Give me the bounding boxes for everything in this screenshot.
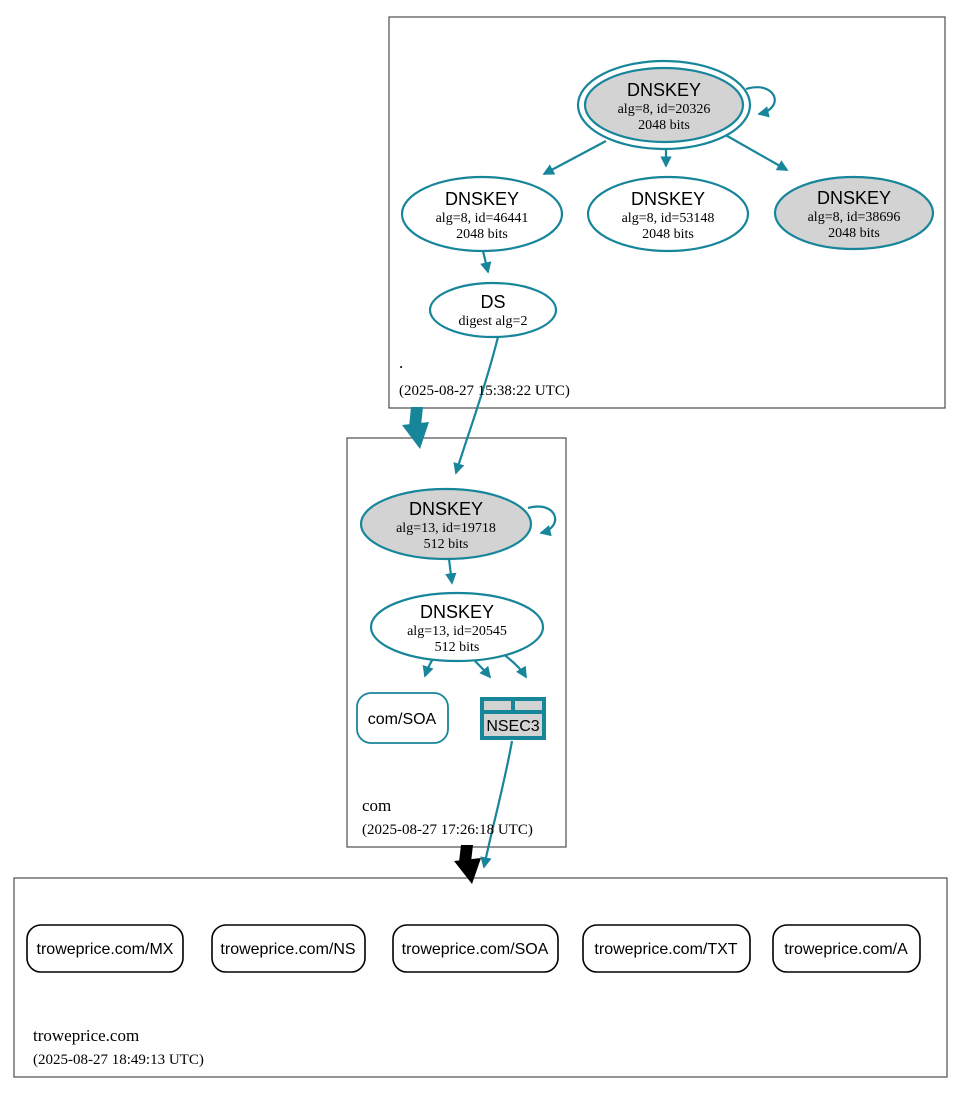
node-detail: alg=8, id=20326 bbox=[618, 102, 711, 117]
node-bits: 2048 bits bbox=[638, 118, 690, 133]
edge-nsec3-to-troweprice bbox=[480, 740, 514, 869]
node-detail: digest alg=2 bbox=[459, 314, 528, 329]
rrset-label: troweprice.com/MX bbox=[37, 941, 174, 958]
node-root-dnskey-38696[interactable]: DNSKEY alg=8, id=38696 2048 bits bbox=[773, 175, 935, 251]
edge-com-ksk-to-zsk bbox=[445, 558, 457, 585]
node-root-ds[interactable]: DS digest alg=2 bbox=[428, 281, 558, 339]
node-bits: 2048 bits bbox=[456, 227, 508, 242]
node-detail: alg=8, id=38696 bbox=[808, 210, 901, 225]
edge-root-ksk-self-loop bbox=[745, 86, 776, 118]
troweprice-zone-box bbox=[13, 877, 948, 1078]
node-label: DNSKEY bbox=[817, 188, 891, 208]
edge-root-ksk-to-key38696 bbox=[721, 132, 789, 171]
node-label: DNSKEY bbox=[631, 189, 705, 209]
nsec3-label: NSEC3 bbox=[486, 718, 539, 735]
node-root-dnskey-20326[interactable]: DNSKEY alg=8, id=20326 2048 bits bbox=[576, 59, 752, 151]
node-detail: alg=13, id=19718 bbox=[396, 521, 496, 536]
node-com-dnskey-20545[interactable]: DNSKEY alg=13, id=20545 512 bits bbox=[369, 591, 545, 663]
troweprice-zone-timestamp: (2025-08-27 18:49:13 UTC) bbox=[33, 1052, 204, 1068]
edge-root-ksk-to-zsk46441 bbox=[542, 140, 607, 175]
node-root-dnskey-46441[interactable]: DNSKEY alg=8, id=46441 2048 bits bbox=[400, 175, 564, 253]
node-com-dnskey-19718[interactable]: DNSKEY alg=13, id=19718 512 bits bbox=[359, 487, 533, 561]
com-zone-timestamp: (2025-08-27 17:26:18 UTC) bbox=[362, 822, 533, 838]
rrset-label: troweprice.com/SOA bbox=[402, 941, 549, 958]
com-zone-label: com bbox=[362, 796, 391, 815]
edge-ds-to-com-ksk bbox=[453, 336, 500, 475]
node-label: DNSKEY bbox=[420, 602, 494, 622]
node-com-soa[interactable]: com/SOA bbox=[356, 692, 449, 744]
rrset-label: troweprice.com/NS bbox=[220, 941, 355, 958]
node-troweprice-mx[interactable]: troweprice.com/MX bbox=[26, 924, 184, 973]
rrset-label: com/SOA bbox=[368, 711, 437, 728]
node-label: DNSKEY bbox=[445, 189, 519, 209]
node-detail: alg=13, id=20545 bbox=[407, 624, 507, 639]
node-com-nsec3[interactable]: NSEC3 bbox=[480, 697, 546, 740]
root-zone-timestamp: (2025-08-27 15:38:22 UTC) bbox=[399, 383, 570, 399]
root-zone-label: . bbox=[399, 353, 403, 372]
rrset-label: troweprice.com/A bbox=[784, 941, 908, 958]
node-label: DNSKEY bbox=[409, 499, 483, 519]
node-label: DNSKEY bbox=[627, 80, 701, 100]
troweprice-zone-label: troweprice.com bbox=[33, 1026, 139, 1045]
node-troweprice-soa[interactable]: troweprice.com/SOA bbox=[392, 924, 559, 973]
node-detail: alg=8, id=46441 bbox=[436, 211, 529, 226]
node-label: DS bbox=[480, 292, 505, 312]
node-detail: alg=8, id=53148 bbox=[622, 211, 715, 226]
node-troweprice-ns[interactable]: troweprice.com/NS bbox=[211, 924, 366, 973]
node-troweprice-txt[interactable]: troweprice.com/TXT bbox=[582, 924, 751, 973]
node-root-dnskey-53148[interactable]: DNSKEY alg=8, id=53148 2048 bits bbox=[586, 175, 750, 253]
delegation-arrow-com-to-troweprice bbox=[454, 845, 481, 884]
node-bits: 512 bits bbox=[435, 640, 480, 655]
edge-com-ksk-self-loop bbox=[527, 505, 557, 537]
node-bits: 2048 bits bbox=[828, 226, 880, 241]
delegation-arrow-root-to-com bbox=[402, 407, 429, 449]
node-troweprice-a[interactable]: troweprice.com/A bbox=[772, 924, 921, 973]
node-bits: 512 bits bbox=[424, 537, 469, 552]
rrset-label: troweprice.com/TXT bbox=[594, 941, 737, 958]
node-bits: 2048 bits bbox=[642, 227, 694, 242]
edge-zsk46441-to-ds bbox=[480, 250, 492, 274]
